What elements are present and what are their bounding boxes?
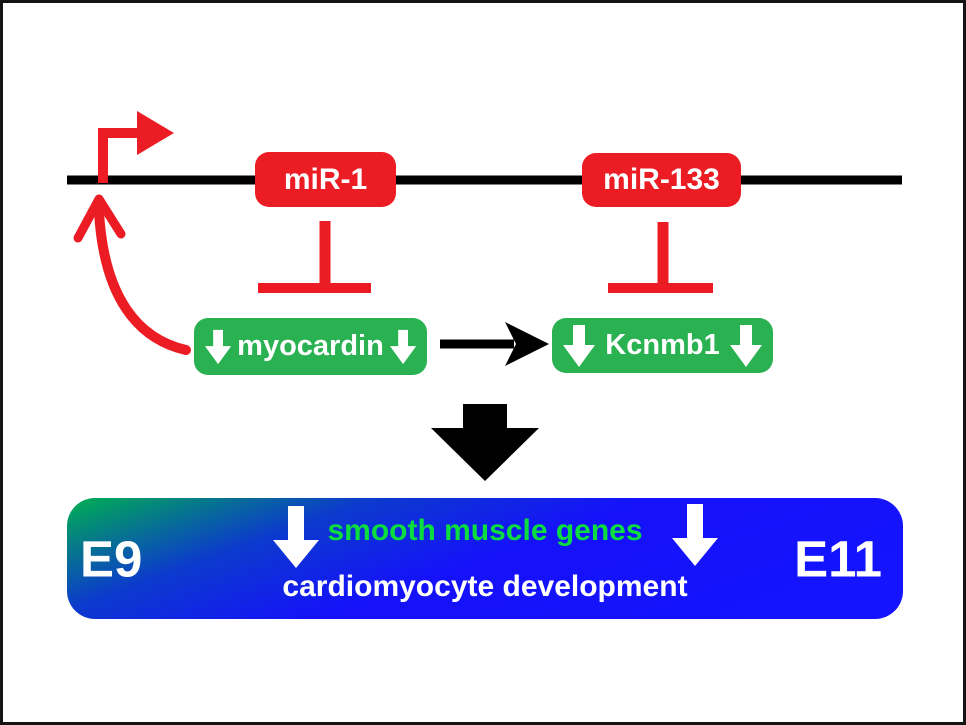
kcnmb1-label: Kcnmb1 bbox=[605, 329, 720, 361]
kcnmb1-target-box: Kcnmb1 bbox=[552, 318, 773, 373]
down-arrow-icon bbox=[729, 324, 762, 367]
mir133-inhibition-tbar-icon bbox=[608, 222, 713, 293]
down-arrow-icon bbox=[389, 329, 416, 364]
cardiomyocyte-development-label: cardiomyocyte development bbox=[282, 570, 688, 603]
myocardin-label: myocardin bbox=[237, 330, 384, 362]
myocardin-target-box: myocardin bbox=[194, 318, 427, 375]
stage-e11-label: E11 bbox=[794, 530, 882, 587]
down-arrow-icon bbox=[563, 324, 595, 367]
down-arrow-icon bbox=[273, 506, 319, 568]
stage-e9-label: E9 bbox=[80, 530, 143, 587]
consequence-big-down-arrow-icon bbox=[431, 404, 539, 481]
mir1-inhibition-tbar-icon bbox=[258, 221, 371, 293]
mir133-label: miR-133 bbox=[603, 163, 720, 196]
mir1-label: miR-1 bbox=[283, 162, 368, 196]
mir1-gene-box: miR-1 bbox=[255, 152, 396, 207]
induction-right-arrow-icon bbox=[440, 322, 549, 366]
transcription-start-arrow-icon bbox=[98, 111, 174, 183]
mir133-gene-box: miR-133 bbox=[582, 153, 741, 207]
smooth-muscle-genes-label: smooth muscle genes bbox=[327, 514, 643, 547]
down-arrow-icon bbox=[205, 329, 232, 364]
developmental-timeline-bar: E9 E11 smooth muscle genes cardiomyocyte… bbox=[67, 498, 903, 619]
down-arrow-icon bbox=[672, 504, 718, 566]
feedback-curved-arrow-icon bbox=[73, 194, 191, 355]
